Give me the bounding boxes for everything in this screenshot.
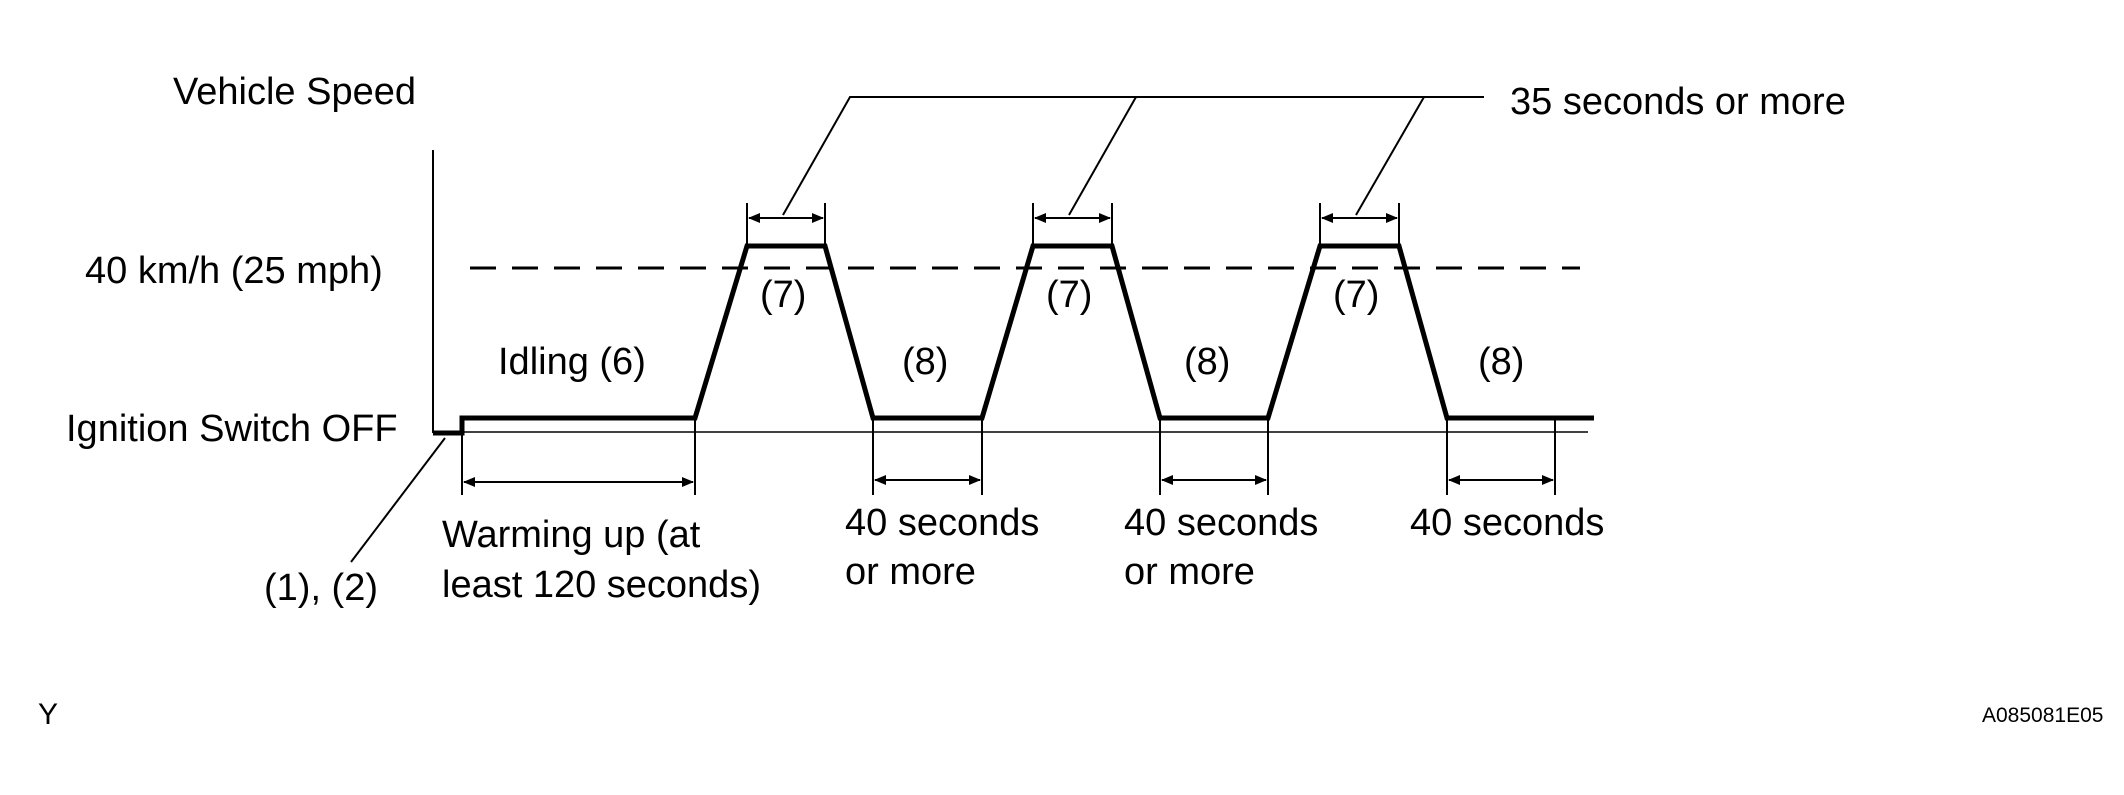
level-low-label: Ignition Switch OFF xyxy=(66,408,398,450)
idle-duration-label-line2: or more xyxy=(845,551,976,593)
idle-duration-label-line1: 40 seconds xyxy=(1410,502,1604,544)
idle-step-label: (8) xyxy=(902,341,948,383)
idle-step-label: (8) xyxy=(1478,341,1524,383)
footer-left-mark: Y xyxy=(38,698,58,731)
leader-line-peak-3 xyxy=(1355,96,1425,216)
leader-line-peak-2 xyxy=(1068,96,1137,216)
drive-step-label: (7) xyxy=(1046,274,1092,316)
leader-line-ignition xyxy=(350,437,446,563)
idle-step-label: (8) xyxy=(1184,341,1230,383)
idle-duration-label-line1: 40 seconds xyxy=(845,502,1039,544)
peak-duration-label: 35 seconds or more xyxy=(1510,81,1846,123)
drive-step-label: (7) xyxy=(1333,274,1379,316)
speed-trace xyxy=(433,243,1594,436)
idle-duration-label-line1: 40 seconds xyxy=(1124,502,1318,544)
drive-step-label: (7) xyxy=(760,274,806,316)
y-axis-title: Vehicle Speed xyxy=(173,71,416,113)
level-high-label: 40 km/h (25 mph) xyxy=(85,250,383,292)
warmup-label-line2: least 120 seconds) xyxy=(442,564,761,606)
ignition-step-label: (1), (2) xyxy=(264,567,378,609)
leader-line-peak xyxy=(782,96,1484,216)
idle-duration-label-line2: or more xyxy=(1124,551,1255,593)
idling-label: Idling (6) xyxy=(498,341,646,383)
figure-code: A085081E05 xyxy=(1982,704,2103,727)
warmup-label-line1: Warming up (at xyxy=(442,514,701,556)
